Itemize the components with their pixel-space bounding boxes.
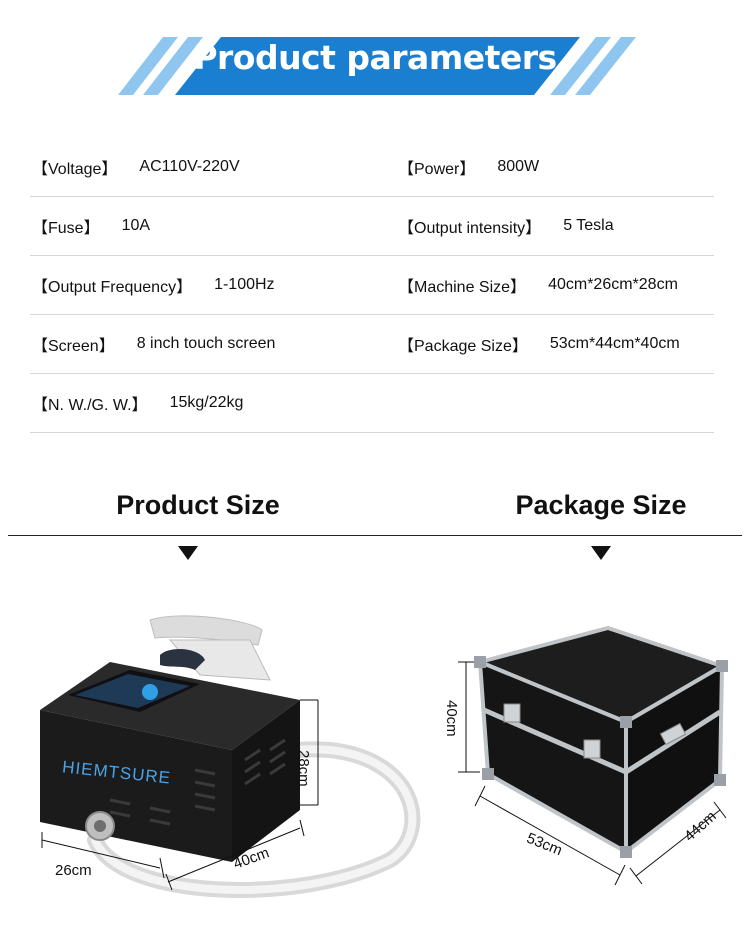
banner-title: Product parameters xyxy=(193,38,557,77)
param-label: 【Output intensity】 xyxy=(398,220,542,237)
product-width-label: 26cm xyxy=(55,862,92,879)
param-label: 【Output Frequency】 xyxy=(32,279,193,296)
param-row: 【N. W./G. W.】 15kg/22kg xyxy=(30,374,714,433)
param-label: 【Power】 xyxy=(398,161,476,178)
machine-illustration xyxy=(40,615,421,898)
param-machine-size: 【Machine Size】 40cm*26cm*28cm xyxy=(398,256,678,314)
package-image: 40cm 53cm 44cm xyxy=(430,600,750,930)
param-row: 【Output Frequency】 1-100Hz 【Machine Size… xyxy=(30,256,714,315)
product-height-label: 28cm xyxy=(295,750,312,787)
param-value: 10A xyxy=(121,217,151,234)
product-image: 28cm 40cm 26cm HIEMTSURE xyxy=(0,600,430,930)
down-arrow-icon xyxy=(591,546,611,560)
down-arrow-icon xyxy=(178,546,198,560)
param-label: 【Screen】 xyxy=(32,338,115,355)
param-value: 800W xyxy=(497,158,540,175)
param-value: 1-100Hz xyxy=(214,276,275,293)
param-value: AC110V-220V xyxy=(139,158,240,175)
param-value: 40cm*26cm*28cm xyxy=(548,276,678,293)
package-height-label: 40cm xyxy=(443,700,460,737)
param-package-size: 【Package Size】 53cm*44cm*40cm xyxy=(398,315,680,373)
header-banner: Product parameters xyxy=(0,0,750,110)
param-screen: 【Screen】 8 inch touch screen xyxy=(32,315,275,373)
param-fuse: 【Fuse】 10A xyxy=(32,197,150,255)
param-output-frequency: 【Output Frequency】 1-100Hz xyxy=(32,256,275,314)
param-voltage: 【Voltage】 AC110V-220V xyxy=(32,138,240,196)
param-value: 53cm*44cm*40cm xyxy=(549,335,680,352)
banner-stripes xyxy=(118,37,636,95)
param-value: 8 inch touch screen xyxy=(136,335,276,352)
case-illustration xyxy=(458,625,728,886)
product-size-heading: Product Size xyxy=(116,490,280,520)
param-value: 5 Tesla xyxy=(563,217,614,234)
param-output-intensity: 【Output intensity】 5 Tesla xyxy=(398,197,614,255)
section-divider xyxy=(8,535,742,536)
param-label: 【Fuse】 xyxy=(32,220,100,237)
param-label: 【Package Size】 xyxy=(398,338,528,355)
param-row: 【Screen】 8 inch touch screen 【Package Si… xyxy=(30,315,714,374)
param-row: 【Voltage】 AC110V-220V 【Power】 800W xyxy=(30,138,714,197)
param-row: 【Fuse】 10A 【Output intensity】 5 Tesla xyxy=(30,197,714,256)
param-power: 【Power】 800W xyxy=(398,138,539,196)
param-label: 【Voltage】 xyxy=(32,161,118,178)
package-size-heading: Package Size xyxy=(515,490,687,520)
param-label: 【Machine Size】 xyxy=(398,279,527,296)
param-value: 15kg/22kg xyxy=(169,394,244,411)
param-label: 【N. W./G. W.】 xyxy=(32,397,148,414)
param-weight: 【N. W./G. W.】 15kg/22kg xyxy=(32,374,243,432)
